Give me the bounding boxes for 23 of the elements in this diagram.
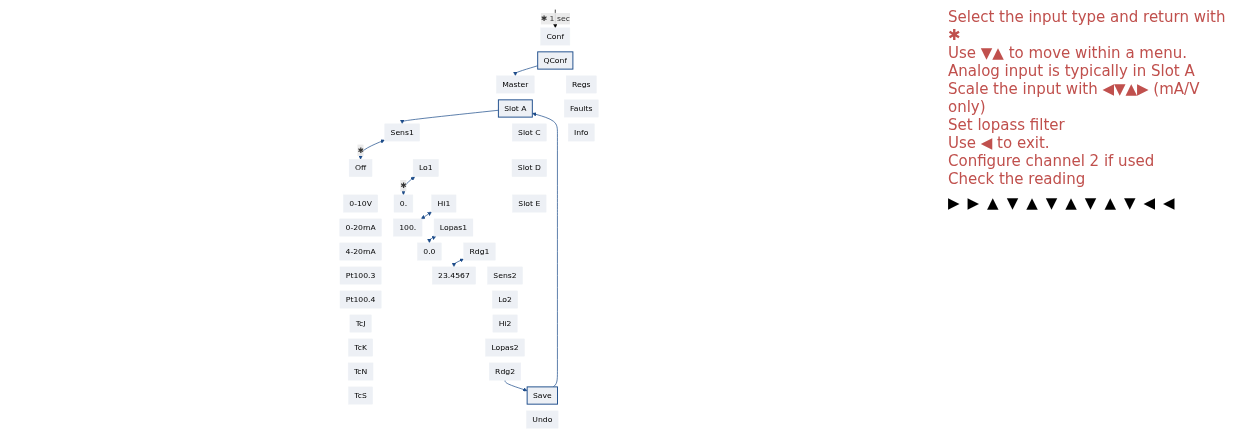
arrow-key-mark: ▶ [967,194,980,212]
arrow-key-mark: ◀ [1143,194,1155,212]
annotation-text: Configure channel 2 if used [948,152,1156,170]
annotation-text: Use ◀ to exit. [948,134,1051,152]
arrow-key-mark: ▼ [1084,194,1097,212]
arrow-key-mark: ▼ [1123,194,1136,212]
arrow-key-mark: ▶ [948,194,960,212]
arrow-key-mark: ◀ [1163,194,1175,212]
arrow-key-mark: ▲ [987,194,999,212]
annotation-text: Scale the input with ◀▼▲▶ (mA/V only) [948,80,1201,116]
annotation-text: Set lopass filter [948,116,1066,134]
arrow-key-mark: ▲ [1026,194,1038,212]
arrow [420,211,432,220]
annotation-text: Select the input type and return with ✱ [948,8,1227,44]
arrow-key-mark: ▲ [1065,194,1077,212]
annotation-text: Analog input is typically in Slot A [948,62,1196,80]
annotation-text: Check the reading [948,170,1087,188]
arrow-key-mark: ▲ [1104,194,1116,212]
arrow-key-mark: ▼ [1006,194,1019,212]
arrow [451,258,464,268]
arrow-key-mark: ▼ [1045,194,1058,212]
arrow [427,236,437,244]
annotation-text: Use ▼▲ to move within a menu. [948,44,1188,62]
